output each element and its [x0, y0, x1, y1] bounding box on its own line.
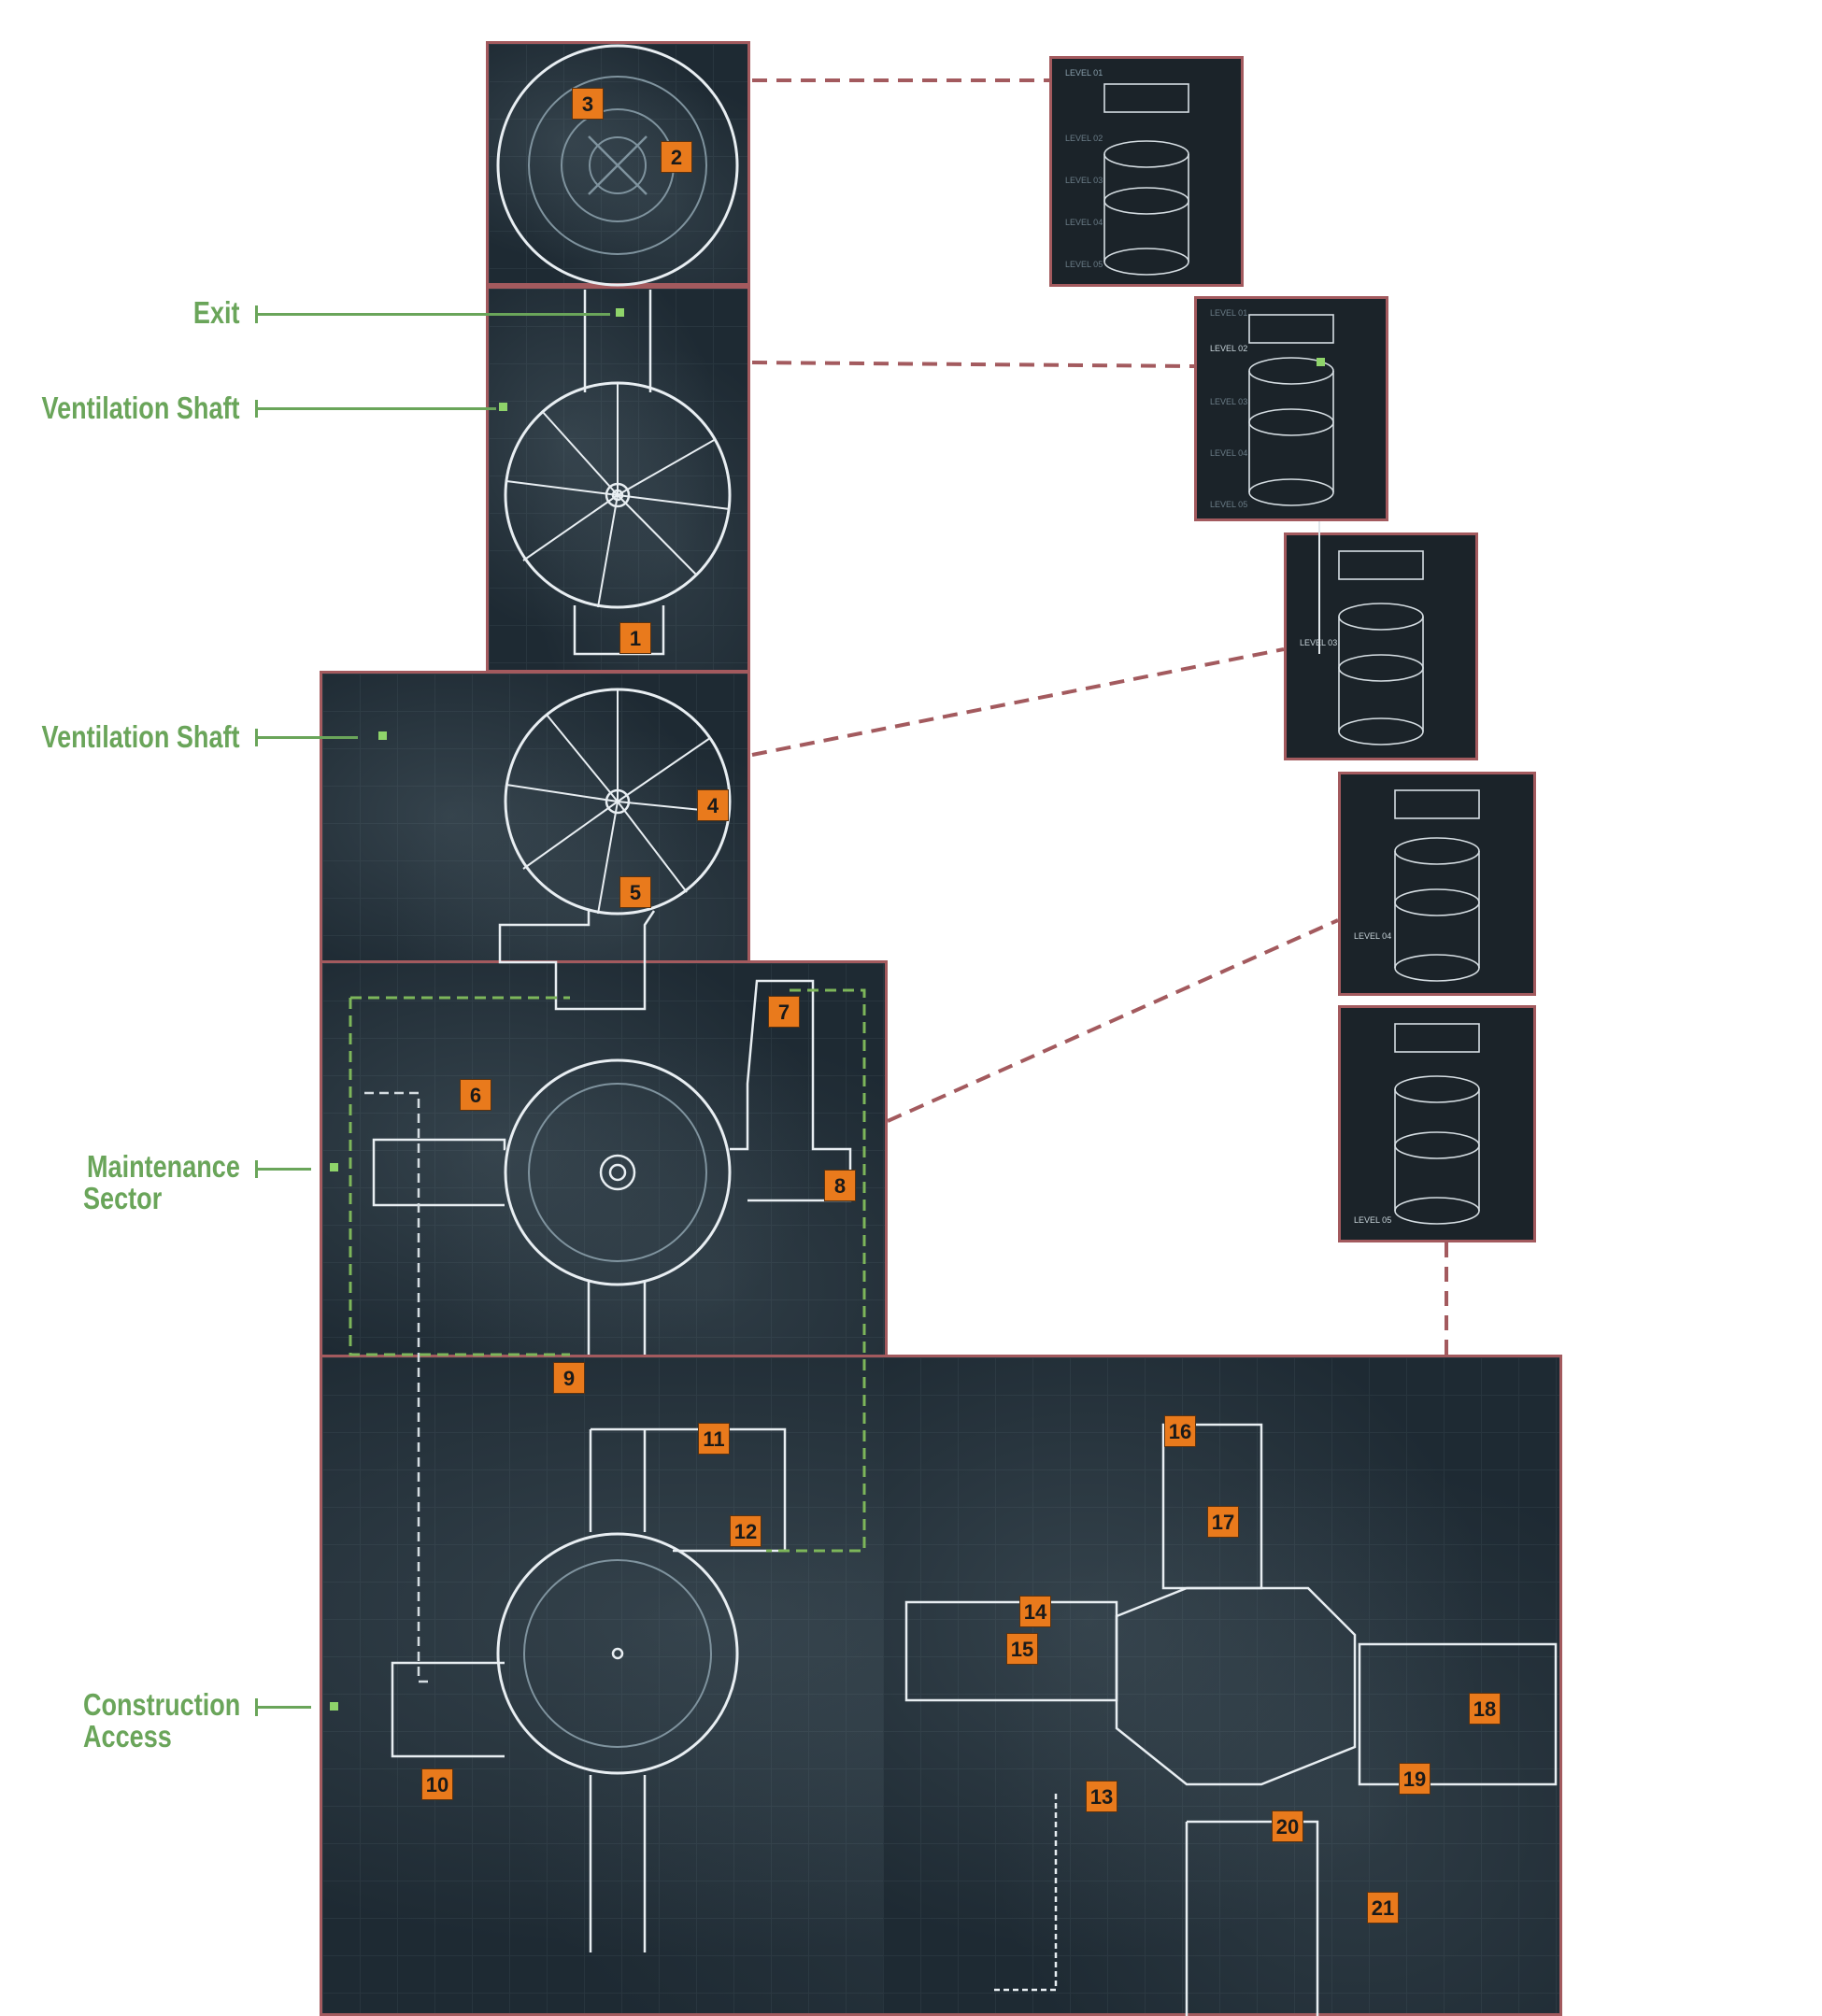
marker-18: 18: [1469, 1693, 1501, 1725]
marker-15: 15: [1006, 1633, 1038, 1665]
zone-dot-ventilation-1: [499, 403, 507, 411]
map-panel-level-4: [320, 960, 888, 1427]
thumb-label: LEVEL 04: [1065, 218, 1103, 227]
leader-construction: [255, 1698, 311, 1716]
thumb-dot: [1317, 358, 1325, 366]
marker-4: 4: [697, 789, 729, 821]
label-maintenance-sector-2: Sector: [83, 1181, 163, 1215]
leader-ventilation-2: [255, 729, 358, 746]
map-panel-level-5-right: [883, 1355, 1562, 2016]
marker-9: 9: [553, 1362, 585, 1394]
marker-14: 14: [1019, 1596, 1051, 1627]
label-construction-access-2: Access: [83, 1719, 172, 1753]
level-thumbnail-5: LEVEL 05: [1338, 1005, 1536, 1242]
leader-exit: [255, 305, 610, 323]
marker-5: 5: [619, 876, 651, 908]
leader-maintenance: [255, 1160, 311, 1178]
marker-20: 20: [1272, 1810, 1303, 1842]
thumb-label: LEVEL 02: [1065, 134, 1103, 143]
label-ventilation-shaft-1: Ventilation Shaft: [42, 390, 240, 425]
marker-13: 13: [1086, 1781, 1117, 1812]
marker-10: 10: [421, 1768, 453, 1800]
marker-21: 21: [1367, 1892, 1399, 1924]
label-construction-access-1: Construction: [82, 1687, 240, 1722]
marker-16: 16: [1164, 1415, 1196, 1447]
marker-11: 11: [698, 1423, 730, 1455]
marker-1: 1: [619, 622, 651, 654]
marker-17: 17: [1207, 1506, 1239, 1538]
marker-19: 19: [1399, 1763, 1431, 1795]
thumb-label: LEVEL 05: [1354, 1215, 1392, 1225]
label-maintenance-sector-1: Maintenance: [87, 1149, 240, 1184]
level-thumbnail-4: LEVEL 04: [1338, 772, 1536, 996]
marker-12: 12: [730, 1515, 762, 1547]
thumb-label: LEVEL 01: [1210, 308, 1248, 318]
marker-2: 2: [661, 141, 692, 173]
marker-6: 6: [460, 1079, 491, 1111]
thumb-label: LEVEL 01: [1065, 68, 1103, 78]
thumb-label: LEVEL 03: [1210, 397, 1248, 406]
zone-dot-maintenance: [330, 1163, 338, 1171]
leader-ventilation-1: [255, 400, 496, 418]
thumb-label: LEVEL 05: [1065, 260, 1103, 269]
level-thumbnail-3: LEVEL 03: [1284, 532, 1478, 760]
marker-3: 3: [572, 88, 604, 120]
thumb-label: LEVEL 05: [1210, 500, 1248, 509]
zone-dot-ventilation-2: [378, 731, 387, 740]
zone-dot-construction: [330, 1702, 338, 1711]
marker-7: 7: [768, 996, 800, 1028]
thumb-label: LEVEL 03: [1065, 176, 1103, 185]
thumb-label: LEVEL 04: [1354, 931, 1392, 941]
label-ventilation-shaft-2: Ventilation Shaft: [42, 719, 240, 754]
marker-8: 8: [824, 1170, 856, 1201]
label-exit: Exit: [193, 295, 240, 330]
exit-marker: [616, 308, 624, 317]
thumb-label: LEVEL 02: [1210, 344, 1248, 353]
thumb-label: LEVEL 04: [1210, 448, 1248, 458]
